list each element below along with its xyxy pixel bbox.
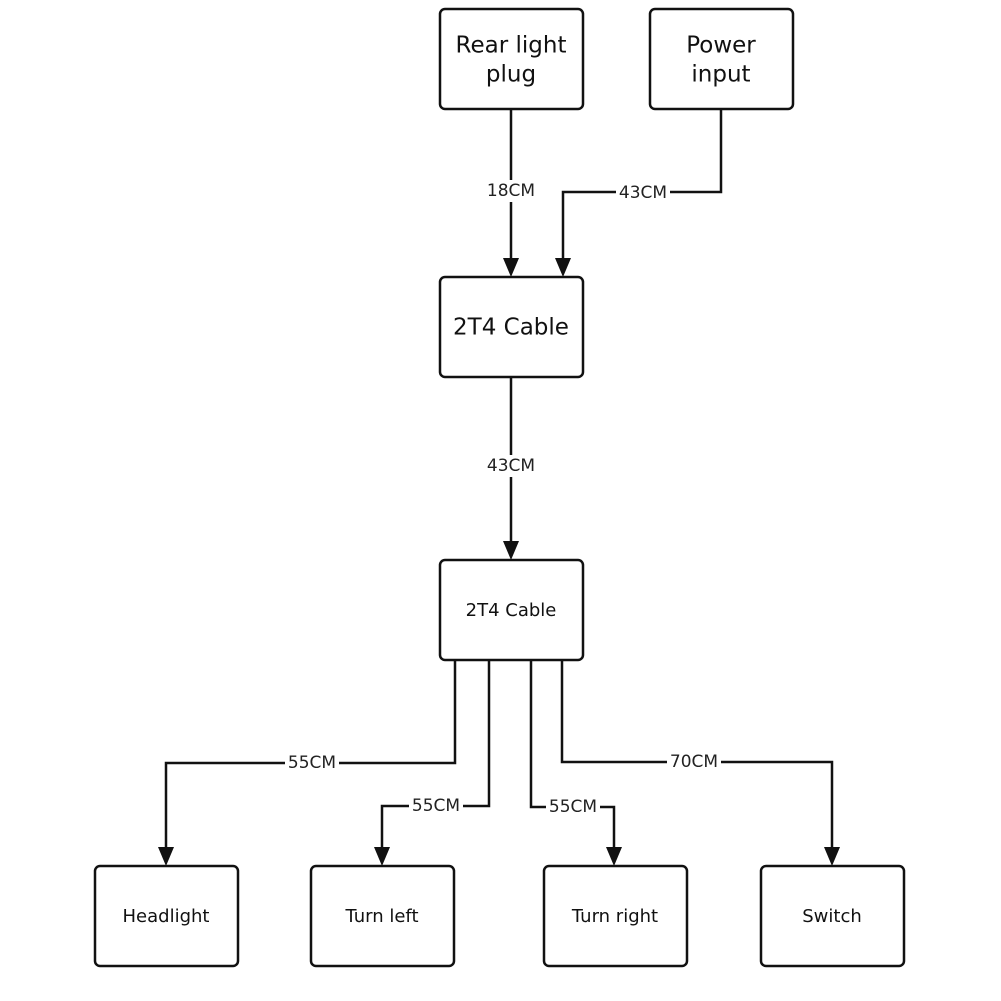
arrowhead-cable-to-cable: [503, 541, 519, 560]
node-turn-right: Turn right: [542, 864, 689, 968]
connector-cable-to-turn-right: [529, 660, 616, 851]
node-headlight: Headlight: [93, 864, 240, 968]
arrowhead-cable-to-turn-right: [606, 847, 622, 866]
connectors: [158, 109, 840, 866]
arrowhead-power-to-cable: [555, 258, 571, 277]
edge-label-cable-to-turn-right: 55CM: [549, 797, 597, 817]
edge-label-cable-to-headlight: 55CM: [288, 753, 336, 773]
arrowhead-cable-to-switch: [824, 847, 840, 866]
edge-label-power-to-cable: 43CM: [619, 183, 667, 203]
node-headlight-label: Headlight: [123, 906, 210, 927]
arrowhead-cable-to-turn-left: [374, 847, 390, 866]
node-power-input-line-1: Power: [686, 33, 756, 59]
node-power-input: Power input: [648, 7, 795, 111]
arrowhead-cable-to-headlight: [158, 847, 174, 866]
node-cable-top: 2T4 Cable: [438, 275, 585, 379]
edge-label-cable-to-turn-left: 55CM: [412, 796, 460, 816]
node-turn-left: Turn left: [309, 864, 456, 968]
node-rear-light-plug: Rear light plug: [438, 7, 585, 111]
node-power-input-line-2: input: [691, 62, 750, 88]
node-cable-bottom: 2T4 Cable: [438, 558, 585, 662]
node-switch: Switch: [759, 864, 906, 968]
edge-labels: 18CM 43CM 43CM 55CM 55CM 55CM 70CM: [285, 180, 721, 818]
node-switch-label: Switch: [802, 906, 862, 927]
edge-label-rear-to-cable: 18CM: [487, 181, 535, 201]
node-rear-light-plug-line-1: Rear light: [456, 33, 567, 59]
edge-label-cable-to-cable: 43CM: [487, 456, 535, 476]
node-rear-light-plug-line-2: plug: [486, 62, 536, 88]
arrowhead-rear-to-cable: [503, 258, 519, 277]
node-turn-left-label: Turn left: [344, 906, 418, 927]
edge-label-cable-to-switch: 70CM: [670, 752, 718, 772]
node-cable-bottom-label: 2T4 Cable: [466, 600, 557, 621]
node-cable-top-label: 2T4 Cable: [453, 315, 569, 341]
connector-cable-to-turn-left: [380, 660, 491, 851]
node-turn-right-label: Turn right: [571, 906, 658, 927]
